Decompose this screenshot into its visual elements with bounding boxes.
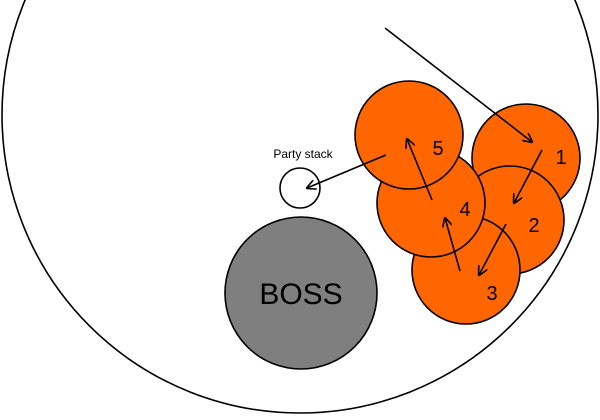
puddle-label-3: 3 [486, 283, 497, 305]
arrow-3-to-4 [445, 218, 461, 272]
party-stack-marker [279, 167, 321, 209]
puddle-label-2: 2 [528, 215, 539, 237]
arrow-4-to-5 [407, 139, 433, 201]
party-stack-label: Party stack [273, 147, 333, 161]
boss-label: BOSS [259, 278, 342, 311]
arrow-5-to-party [307, 154, 387, 188]
puddle-label-4: 4 [459, 199, 470, 221]
puddle-label-1: 1 [555, 147, 566, 169]
puddle-5 [354, 80, 464, 190]
arrow-1-to-2 [514, 149, 543, 203]
arrow-entry-to-1 [384, 27, 532, 142]
puddle-label-5: 5 [432, 138, 443, 160]
arrow-2-to-3 [479, 223, 507, 275]
boss-circle [224, 216, 378, 370]
